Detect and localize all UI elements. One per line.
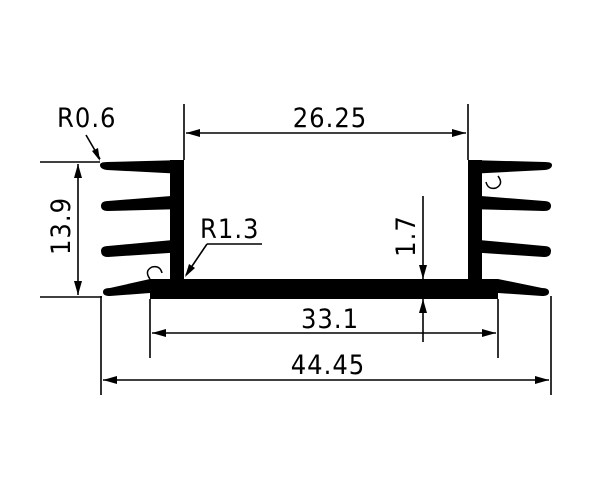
right-clip-groove bbox=[485, 175, 502, 190]
dimension-inner-width: 26.25 bbox=[186, 103, 466, 137]
base-width-label: 33.1 bbox=[301, 304, 359, 335]
height-label: 13.9 bbox=[46, 197, 77, 255]
base-thickness-label: 1.7 bbox=[391, 215, 422, 257]
base-plate bbox=[150, 279, 498, 299]
inner-width-label: 26.25 bbox=[293, 103, 368, 134]
right-wall bbox=[468, 160, 482, 299]
right-fin-2 bbox=[468, 195, 551, 211]
dimension-base-thickness: 1.7 bbox=[391, 196, 427, 342]
dimension-base-width: 33.1 bbox=[152, 304, 496, 337]
callout-inner-radius: R1.3 bbox=[185, 214, 262, 277]
dimension-outer-width: 44.45 bbox=[103, 350, 549, 384]
left-wall bbox=[170, 160, 184, 299]
extension-lines bbox=[40, 104, 552, 395]
right-fin-1 bbox=[468, 160, 552, 174]
left-fin-1 bbox=[100, 160, 184, 174]
left-fin-4 bbox=[103, 279, 150, 296]
left-fin-3 bbox=[101, 239, 184, 257]
left-clip-groove bbox=[146, 265, 163, 280]
left-fin-2 bbox=[101, 195, 184, 211]
dimension-height: 13.9 bbox=[46, 164, 82, 295]
right-fin-3 bbox=[468, 239, 551, 257]
outer-width-label: 44.45 bbox=[291, 350, 366, 381]
heatsink-profile bbox=[100, 160, 552, 299]
right-fin-4 bbox=[498, 279, 549, 296]
callout-fin-tip-radius: R0.6 bbox=[57, 103, 117, 161]
inner-radius-label: R1.3 bbox=[200, 214, 260, 245]
fin-tip-radius-label: R0.6 bbox=[57, 103, 117, 134]
